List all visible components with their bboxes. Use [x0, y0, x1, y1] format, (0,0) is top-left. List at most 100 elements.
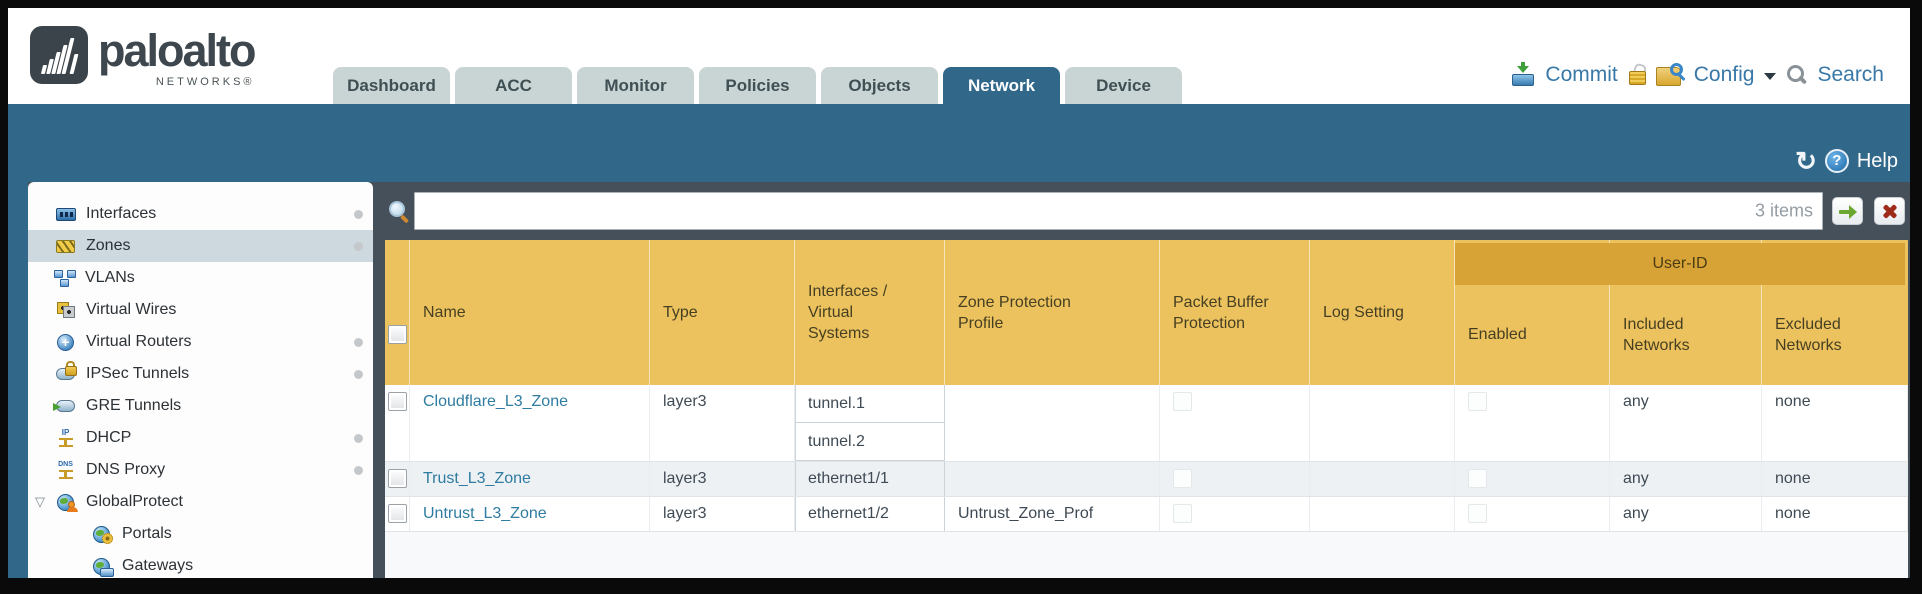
- sidebar-item-ipsec-tunnels[interactable]: IPSec Tunnels: [28, 358, 373, 390]
- zones-table: User-ID Name Type Interfaces / Virtual S…: [385, 240, 1908, 578]
- gre-tunnels-icon: [53, 396, 77, 416]
- zone-interfaces: ethernet1/1: [795, 462, 945, 496]
- virtual-routers-icon: [54, 332, 77, 352]
- status-dot: [354, 434, 363, 443]
- commit-button[interactable]: Commit: [1545, 62, 1618, 86]
- expand-triangle-icon[interactable]: [35, 494, 45, 510]
- brand-name: paloalto: [98, 25, 257, 76]
- sidebar-item-vlans[interactable]: VLANs: [28, 262, 373, 294]
- search-icon[interactable]: [1786, 64, 1807, 85]
- col-header-packet-buffer-protection[interactable]: Packet Buffer Protection: [1160, 240, 1310, 385]
- log-setting: [1310, 497, 1455, 531]
- zone-name-link[interactable]: Untrust_L3_Zone: [423, 505, 547, 522]
- clear-filter-button[interactable]: [1874, 197, 1905, 225]
- app-window: paloalto NETWORKS® Dashboard ACC Monitor…: [8, 8, 1910, 578]
- virtual-wires-icon: [54, 300, 77, 320]
- config-icon[interactable]: [1655, 62, 1684, 87]
- gateways-icon: [90, 556, 114, 577]
- ipsec-tunnels-icon: [54, 361, 77, 384]
- sidebar-item-dhcp[interactable]: IP DHCP: [28, 422, 373, 454]
- search-button[interactable]: Search: [1817, 62, 1884, 86]
- sidebar-item-virtual-routers[interactable]: Virtual Routers: [28, 326, 373, 358]
- commit-icon[interactable]: [1510, 62, 1535, 87]
- col-header-interfaces[interactable]: Interfaces / Virtual Systems: [795, 240, 945, 385]
- excluded-networks: none: [1762, 385, 1908, 461]
- tab-monitor[interactable]: Monitor: [577, 67, 694, 104]
- sidebar-item-virtual-wires[interactable]: Virtual Wires: [28, 294, 373, 326]
- tab-objects[interactable]: Objects: [821, 67, 938, 104]
- included-networks: any: [1610, 497, 1762, 531]
- zone-name-link[interactable]: Trust_L3_Zone: [423, 470, 531, 487]
- row-checkbox[interactable]: [388, 392, 407, 411]
- zones-icon: [54, 236, 77, 256]
- zone-name-link[interactable]: Cloudflare_L3_Zone: [423, 393, 568, 410]
- tab-policies[interactable]: Policies: [699, 67, 816, 104]
- table-row: Cloudflare_L3_Zone layer3 tunnel.1 tunne…: [385, 385, 1908, 462]
- tab-acc[interactable]: ACC: [455, 67, 572, 104]
- zone-protection-profile: [945, 385, 1160, 461]
- log-setting: [1310, 462, 1455, 496]
- lock-icon[interactable]: [1628, 64, 1646, 86]
- refresh-icon[interactable]: [1795, 148, 1817, 174]
- brand-subtitle: NETWORKS®: [155, 76, 255, 88]
- included-networks: any: [1610, 462, 1762, 496]
- config-button[interactable]: Config: [1693, 62, 1755, 86]
- tab-dashboard[interactable]: Dashboard: [333, 67, 450, 104]
- sidebar-item-gateways[interactable]: Gateways: [28, 550, 373, 578]
- table-empty-area: [385, 532, 1908, 578]
- sidebar-item-portals[interactable]: Portals: [28, 518, 373, 550]
- interface-cell: tunnel.2: [796, 423, 944, 461]
- row-checkbox[interactable]: [388, 504, 407, 523]
- interface-cell: ethernet1/1: [808, 470, 889, 487]
- user-id-enabled-checkbox[interactable]: [1468, 469, 1487, 488]
- packet-buffer-protection-checkbox[interactable]: [1173, 469, 1192, 488]
- dns-proxy-icon: DNS: [54, 460, 77, 480]
- packet-buffer-protection-checkbox[interactable]: [1173, 504, 1192, 523]
- sidebar-item-interfaces[interactable]: Interfaces: [28, 198, 373, 230]
- col-header-included-networks[interactable]: Included Networks: [1610, 240, 1762, 385]
- col-header-log-setting[interactable]: Log Setting: [1310, 240, 1455, 385]
- zone-interfaces: tunnel.1 tunnel.2: [795, 385, 945, 461]
- apply-filter-button[interactable]: [1832, 197, 1863, 225]
- table-row: Trust_L3_Zone layer3 ethernet1/1 any non…: [385, 462, 1908, 497]
- interfaces-icon: [54, 204, 77, 224]
- zone-interfaces: ethernet1/2: [795, 497, 945, 531]
- col-header-name[interactable]: Name: [410, 240, 650, 385]
- col-header-type[interactable]: Type: [650, 240, 795, 385]
- select-all-checkbox[interactable]: [388, 325, 407, 344]
- user-id-enabled-checkbox[interactable]: [1468, 392, 1487, 411]
- tab-network[interactable]: Network: [943, 67, 1060, 104]
- row-checkbox[interactable]: [388, 469, 407, 488]
- chevron-down-icon[interactable]: [1764, 72, 1777, 80]
- help-label[interactable]: Help: [1856, 149, 1898, 172]
- items-count: 3 items: [1754, 200, 1813, 221]
- top-header: paloalto NETWORKS® Dashboard ACC Monitor…: [8, 8, 1910, 104]
- filter-input[interactable]: [414, 192, 1823, 230]
- left-margin-strip: [8, 182, 28, 578]
- user-id-enabled-checkbox[interactable]: [1468, 504, 1487, 523]
- paloalto-logo-icon: [30, 26, 88, 84]
- sidebar-item-globalprotect[interactable]: GlobalProtect: [28, 486, 373, 518]
- sidebar-item-zones[interactable]: Zones: [28, 230, 373, 262]
- status-dot: [354, 242, 363, 251]
- user-id-group-header: User-ID: [1455, 243, 1905, 285]
- network-sidebar: Interfaces Zones VLANs Virtual Wires Vir…: [28, 182, 373, 578]
- zone-type: layer3: [650, 462, 795, 496]
- sidebar-item-dns-proxy[interactable]: DNS DNS Proxy: [28, 454, 373, 486]
- dhcp-icon: IP: [54, 428, 77, 448]
- col-header-excluded-networks[interactable]: Excluded Networks: [1775, 315, 1842, 354]
- help-icon[interactable]: [1824, 149, 1849, 173]
- paloalto-logo: paloalto NETWORKS®: [30, 25, 257, 88]
- filter-search-icon[interactable]: [387, 199, 411, 223]
- portals-icon: [90, 524, 113, 544]
- zone-type: layer3: [650, 385, 795, 461]
- status-dot: [354, 338, 363, 347]
- col-header-zone-protection-profile[interactable]: Zone Protection Profile: [945, 240, 1160, 385]
- status-dot: [354, 210, 363, 219]
- main-nav-tabs: Dashboard ACC Monitor Policies Objects N…: [333, 67, 1182, 104]
- packet-buffer-protection-checkbox[interactable]: [1173, 392, 1192, 411]
- sidebar-item-gre-tunnels[interactable]: GRE Tunnels: [28, 390, 373, 422]
- tab-device[interactable]: Device: [1065, 67, 1182, 104]
- log-setting: [1310, 385, 1455, 461]
- col-header-enabled[interactable]: Enabled: [1455, 240, 1610, 385]
